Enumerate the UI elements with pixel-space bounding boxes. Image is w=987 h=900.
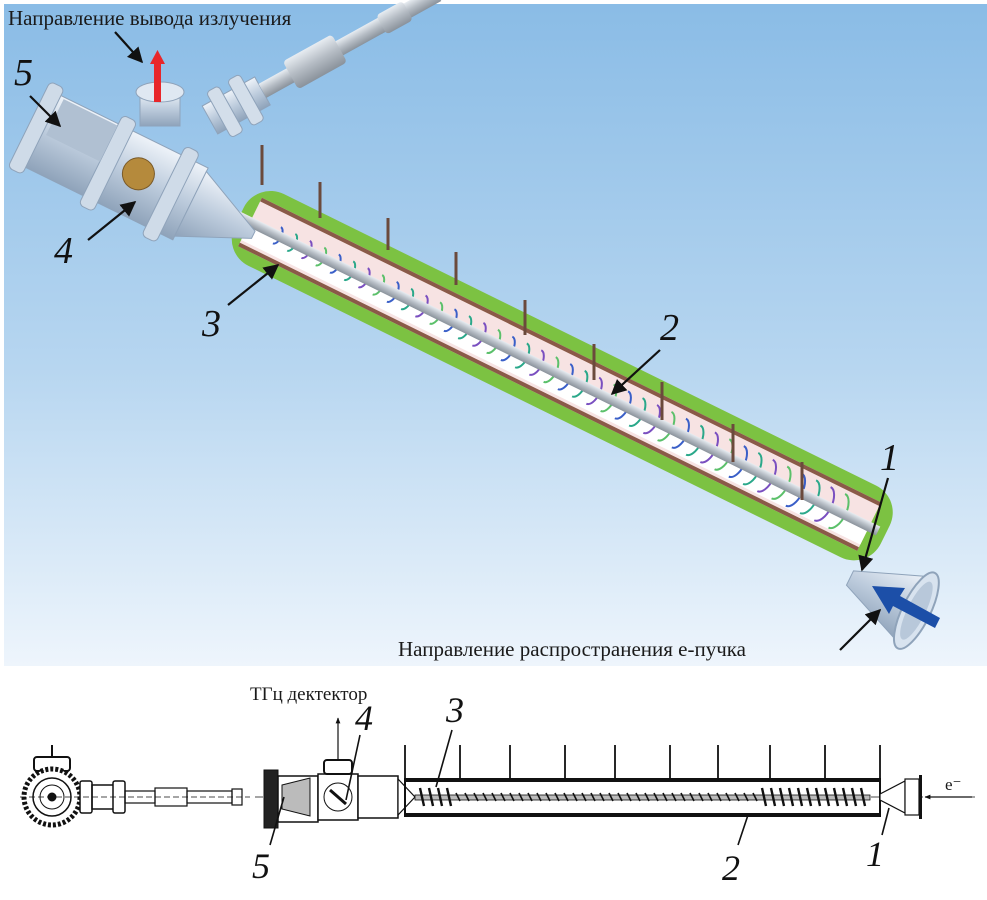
central-rod — [229, 208, 881, 536]
helix-mark — [635, 792, 641, 802]
helix-mark — [500, 792, 506, 802]
helix-mark — [778, 787, 786, 807]
helix-mark — [734, 792, 740, 802]
helix-mark — [436, 787, 444, 807]
helix-mark — [608, 792, 614, 802]
schematic-helix — [418, 787, 867, 807]
helix-mark — [527, 792, 533, 802]
bottom-panel-schematic — [20, 717, 975, 846]
side-view — [255, 717, 975, 829]
helix-mark — [698, 792, 704, 802]
callout-4-top: 4 — [54, 230, 73, 272]
helix-mark — [427, 787, 435, 807]
helix-mark — [805, 787, 813, 807]
helix-mark — [563, 792, 569, 802]
helix-mark — [832, 787, 840, 807]
output-assembly — [8, 0, 442, 242]
helix-mark — [482, 792, 488, 802]
callout-1-bottom: 1 — [866, 834, 884, 874]
helix-mark — [662, 792, 668, 802]
support-rods — [260, 145, 804, 500]
callout-2-bottom: 2 — [722, 848, 740, 888]
caption-beam-direction: Направление распространения е-пучка — [398, 637, 747, 661]
helix-mark — [554, 792, 560, 802]
helix-mark — [590, 792, 596, 802]
detector-label: ТГц дектектор — [250, 684, 367, 705]
helix-mark — [445, 787, 453, 807]
helix-mark — [814, 787, 822, 807]
beam-direction-arrow — [872, 586, 940, 628]
helix-mark — [859, 787, 867, 807]
callout-2-top: 2 — [660, 307, 679, 349]
helix-mark — [850, 787, 858, 807]
callout-3-bottom: 3 — [445, 690, 464, 730]
helix-mark — [787, 787, 795, 807]
helix-mark — [760, 787, 768, 807]
helix-mark — [841, 787, 849, 807]
helix-mark — [796, 787, 804, 807]
callout-5-top: 5 — [14, 52, 33, 94]
helix-mark — [473, 792, 479, 802]
schematic-support-rods — [404, 745, 881, 780]
end-view — [20, 745, 250, 828]
helix-mark — [823, 787, 831, 807]
helix-mark — [743, 792, 749, 802]
callout-4-bottom: 4 — [355, 698, 373, 738]
helix-mark — [725, 792, 731, 802]
helix-mark — [418, 787, 426, 807]
helix-mark — [752, 792, 758, 802]
bottom-callout-leaders — [269, 729, 890, 846]
helix-mark — [464, 792, 470, 802]
electron-label: e⁻ — [945, 775, 962, 794]
helix-mark — [707, 792, 713, 802]
caption-output-direction: Направление вывода излучения — [8, 6, 292, 30]
helix-mark — [617, 792, 623, 802]
helix-mark — [545, 792, 551, 802]
top-panel-3d-render: Направление вывода излучения Направление… — [4, 0, 987, 666]
helix-mark — [671, 792, 677, 802]
helix-mark — [769, 787, 777, 807]
helix-mark — [572, 792, 578, 802]
helix-mark — [455, 792, 461, 802]
helix-mark — [680, 792, 686, 802]
helix-mark — [599, 792, 605, 802]
helix-mark — [509, 792, 515, 802]
helix-mark — [716, 792, 722, 802]
output-direction-arrow — [150, 50, 165, 102]
solenoid-jacket — [229, 190, 893, 561]
callout-1-top: 1 — [880, 437, 899, 479]
callout-3-top: 3 — [201, 303, 221, 345]
callout-5-bottom: 5 — [252, 846, 270, 886]
helix-mark — [581, 792, 587, 802]
helix-mark — [536, 792, 542, 802]
helix-mark — [626, 792, 632, 802]
helix-mark — [689, 792, 695, 802]
helix-mark — [491, 792, 497, 802]
helix-mark — [653, 792, 659, 802]
top-callout-arrows — [29, 31, 890, 651]
helix-mark — [518, 792, 524, 802]
helix-mark — [644, 792, 650, 802]
